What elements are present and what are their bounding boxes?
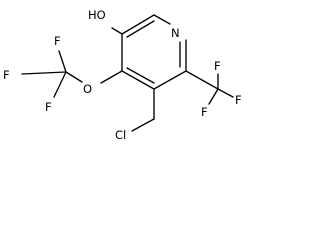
- pyridine-ring: [121, 14, 187, 90]
- bond-c4-c5: [121, 70, 155, 90]
- substituent-bonds: [21, 27, 234, 132]
- nitrogen-label: N: [171, 26, 180, 40]
- bond-c5-c6: [153, 70, 187, 90]
- fluorine-label-cf3-top: F: [214, 59, 221, 73]
- bond-cf3-f-bottom: [208, 88, 219, 105]
- bond-ocf3-f-top: [58, 50, 67, 73]
- fluorine-label-cf3-bottom: F: [201, 105, 208, 119]
- bond-c6-cf3: [185, 70, 219, 90]
- bond-ocf3-f-bottom: [53, 71, 67, 98]
- fluorine-label-cf3-right: F: [235, 93, 242, 107]
- double-bond-c2-c3-inner: [126, 20, 155, 38]
- fluorine-label-ocf3-top: F: [54, 34, 61, 48]
- hydroxyl-label: HO: [88, 8, 106, 22]
- bond-c4-o: [100, 70, 123, 84]
- bond-o-cf3: [65, 71, 83, 83]
- double-bond-c4-c5-inner: [126, 67, 155, 84]
- atom-labels: HO N O F F F F F F Cl: [3, 8, 242, 142]
- bond-cf3-f-right: [217, 88, 234, 98]
- bond-ch2-cl: [131, 118, 155, 132]
- chemical-structure: HO N O F F F F F F Cl: [3, 8, 242, 142]
- bond-c3-oh: [111, 27, 123, 35]
- bond-c2-n: [153, 14, 171, 25]
- fluorine-label-ocf3-left: F: [3, 68, 10, 82]
- bond-c3-c2: [121, 14, 155, 35]
- fluorine-label-ocf3-bottom: F: [45, 100, 52, 114]
- chlorine-label: Cl: [115, 128, 126, 142]
- bond-ocf3-f-left: [21, 71, 67, 75]
- ether-oxygen-label: O: [83, 82, 92, 96]
